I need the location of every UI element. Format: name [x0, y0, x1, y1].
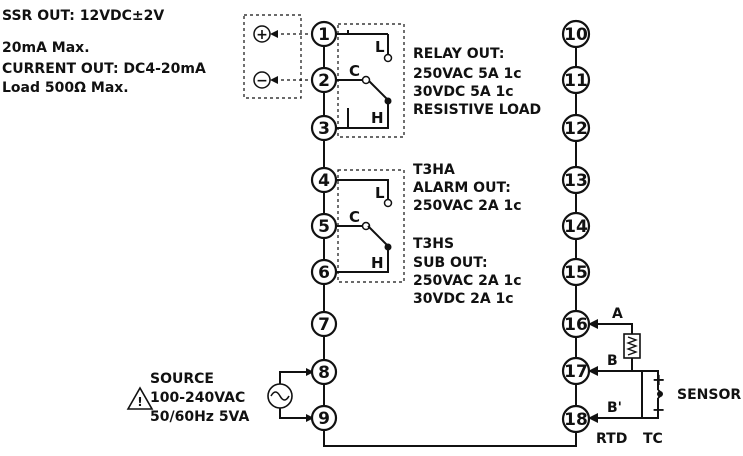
- terminal-4: 4: [310, 166, 338, 194]
- alarm-title: ALARM OUT:: [413, 180, 511, 196]
- terminal-3: 3: [310, 114, 338, 142]
- sub-model: T3HS: [413, 236, 454, 252]
- terminal-12: 12: [561, 113, 591, 143]
- polarity-minus: −: [256, 73, 268, 89]
- sensor-label: SENSOR: [677, 387, 741, 403]
- rtd-label: RTD: [596, 431, 627, 447]
- current-out-label: CURRENT OUT: DC4-20mA: [2, 61, 206, 77]
- relay-out-ac: 250VAC 5A 1c: [413, 66, 522, 82]
- terminal-7: 7: [310, 310, 338, 338]
- terminal-14-label: 14: [564, 217, 588, 237]
- ssr-out-label: SSR OUT: 12VDC±2V: [2, 8, 164, 24]
- terminal-4-label: 4: [318, 171, 330, 191]
- sub-dc-rating: 30VDC 2A 1c: [413, 291, 514, 307]
- rtd-bprime-label: B': [607, 400, 622, 416]
- terminal-13-label: 13: [564, 171, 588, 191]
- sub-title: SUB OUT:: [413, 255, 488, 271]
- terminal-1: 1: [310, 20, 338, 48]
- terminal-2: 2: [310, 66, 338, 94]
- terminal-17: 17: [561, 356, 591, 386]
- terminal-8-label: 8: [318, 363, 330, 383]
- load-label: Load 500Ω Max.: [2, 80, 129, 96]
- ac-source-icon: [267, 368, 314, 422]
- alarm-model: T3HA: [413, 162, 455, 178]
- ssr-current-label: 20mA Max.: [2, 40, 90, 56]
- polarity-box: [243, 14, 302, 99]
- terminal-3-label: 3: [318, 119, 330, 139]
- terminal-12-label: 12: [564, 119, 588, 139]
- terminal-15: 15: [561, 257, 591, 287]
- relay-out-dc: 30VDC 5A 1c: [413, 84, 514, 100]
- rtd-b-label: B: [607, 353, 618, 369]
- terminal-6: 6: [310, 258, 338, 286]
- relay-high-label: H: [371, 109, 384, 127]
- terminal-9-label: 9: [318, 409, 330, 429]
- terminal-15-label: 15: [564, 263, 588, 283]
- tc-label: TC: [643, 431, 663, 447]
- terminal-14: 14: [561, 211, 591, 241]
- terminal-11: 11: [561, 65, 591, 95]
- terminal-10: 10: [561, 19, 591, 49]
- relay-common-label: C: [349, 62, 360, 80]
- terminal-8: 8: [310, 358, 338, 386]
- terminal-17-label: 17: [564, 362, 588, 382]
- plus-terminal-icon: +: [253, 25, 271, 43]
- terminal-2-label: 2: [318, 71, 330, 91]
- tc-minus: −: [652, 400, 665, 419]
- minus-terminal-icon: −: [253, 71, 271, 89]
- terminal-6-label: 6: [318, 263, 330, 283]
- source-frequency: 50/60Hz 5VA: [150, 409, 249, 425]
- warning-triangle-icon: !: [126, 386, 154, 410]
- relay-out-load: RESISTIVE LOAD: [413, 102, 541, 118]
- terminal-9: 9: [310, 404, 338, 432]
- terminal-5-label: 5: [318, 217, 330, 237]
- plus-arrow-icon: [270, 30, 278, 38]
- terminal-1-label: 1: [318, 25, 330, 45]
- terminal-13: 13: [561, 165, 591, 195]
- rtd-a-label: A: [612, 306, 623, 322]
- minus-arrow-icon: [270, 76, 278, 84]
- source-title: SOURCE: [150, 371, 214, 387]
- terminal-16: 16: [561, 309, 591, 339]
- thermocouple-icon: [590, 370, 663, 419]
- alarm-high-label: H: [371, 254, 384, 272]
- terminal-10-label: 10: [564, 25, 588, 45]
- source-voltage: 100-240VAC: [150, 390, 245, 406]
- terminal-16-label: 16: [564, 315, 588, 335]
- alarm-common-label: C: [349, 208, 360, 226]
- relay-out-title: RELAY OUT:: [413, 46, 504, 62]
- warning-mark: !: [137, 395, 142, 409]
- terminal-5: 5: [310, 212, 338, 240]
- terminal-18: 18: [561, 404, 591, 434]
- resistor-icon: [623, 333, 641, 359]
- terminal-11-label: 11: [564, 71, 588, 91]
- bottom-link: [323, 418, 577, 447]
- alarm-low-label: L: [375, 184, 385, 202]
- tc-plus: +: [652, 370, 665, 389]
- terminal-7-label: 7: [318, 315, 330, 335]
- relay-low-label: L: [375, 38, 385, 56]
- polarity-plus: +: [256, 27, 268, 43]
- sub-ac-rating: 250VAC 2A 1c: [413, 273, 522, 289]
- alarm-rating: 250VAC 2A 1c: [413, 198, 522, 214]
- terminal-18-label: 18: [564, 410, 588, 430]
